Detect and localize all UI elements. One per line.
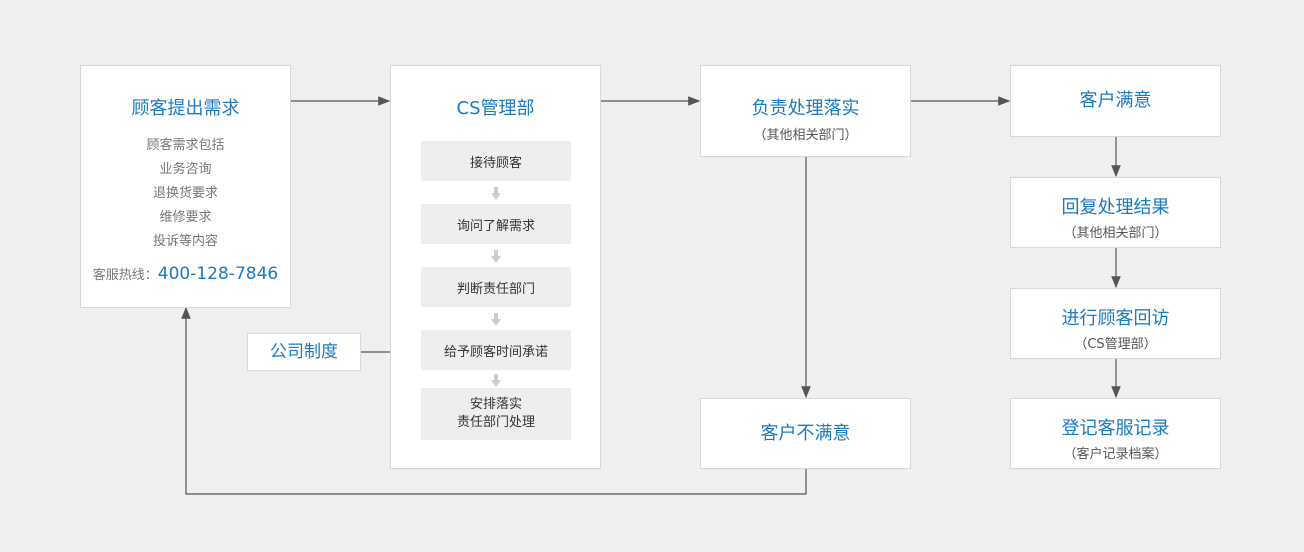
cs-step-label: 询问了解需求	[456, 218, 535, 234]
arrow-unsatisfied-back-to-request	[181, 306, 807, 495]
reply-box: 回复处理结果 （其他相关部门）	[1010, 177, 1221, 248]
customer-request-items: 顾客需求包括 业务咨询 退换货要求 维修要求 投诉等内容	[81, 134, 290, 254]
record-title: 登记客服记录	[1061, 418, 1170, 439]
cs-step-judge: 判断责任部门	[421, 267, 571, 307]
customer-request-title: 顾客提出需求	[131, 98, 240, 119]
satisfied-title: 客户满意	[1079, 90, 1152, 111]
cs-step-promise: 给予顾客时间承诺	[421, 330, 571, 370]
cs-step-label: 责任部门处理	[456, 415, 535, 430]
hotline-number: 400-128-7846	[157, 264, 279, 284]
list-item: 投诉等内容	[152, 234, 218, 249]
cs-dept-box: CS管理部 接待顾客 询问了解需求 判断责任部门 给予顾客时间承诺 安排落实 责…	[390, 65, 601, 469]
cs-step-receive: 接待顾客	[421, 141, 571, 181]
list-item: 业务咨询	[159, 162, 212, 177]
cs-step-arrange: 安排落实 责任部门处理	[421, 388, 571, 440]
record-sub: （客户记录档案）	[1063, 447, 1168, 462]
responsible-sub: （其他相关部门）	[753, 128, 858, 143]
down-arrow-icon	[491, 374, 501, 387]
cs-step-label: 判断责任部门	[456, 281, 535, 297]
customer-request-box: 顾客提出需求 顾客需求包括 业务咨询 退换货要求 维修要求 投诉等内容 客服热线…	[80, 65, 291, 308]
list-item: 维修要求	[159, 210, 212, 225]
list-item: 退换货要求	[152, 186, 218, 201]
reply-sub: （其他相关部门）	[1063, 226, 1168, 241]
cs-step-label: 给予顾客时间承诺	[443, 344, 548, 360]
down-arrow-icon	[491, 313, 501, 326]
company-policy-box: 公司制度	[247, 333, 361, 371]
cs-dept-title: CS管理部	[456, 98, 535, 119]
record-box: 登记客服记录 （客户记录档案）	[1010, 398, 1221, 469]
responsible-title: 负责处理落实	[751, 98, 860, 119]
revisit-title: 进行顾客回访	[1061, 308, 1170, 329]
responsible-box: 负责处理落实 （其他相关部门）	[700, 65, 911, 157]
satisfied-box: 客户满意	[1010, 65, 1221, 137]
revisit-box: 进行顾客回访 （CS管理部）	[1010, 288, 1221, 359]
hotline-label: 客服热线：	[92, 268, 158, 283]
unsatisfied-title: 客户不满意	[760, 423, 851, 444]
company-policy-title: 公司制度	[270, 342, 338, 362]
cs-step-label: 接待顾客	[469, 155, 522, 171]
reply-title: 回复处理结果	[1061, 197, 1170, 218]
cs-step-label: 安排落实	[469, 397, 522, 412]
cs-step-inquire: 询问了解需求	[421, 204, 571, 244]
revisit-sub: （CS管理部）	[1074, 337, 1157, 352]
unsatisfied-box: 客户不满意	[700, 398, 911, 469]
hotline: 客服热线：400-128-7846	[81, 264, 290, 288]
list-item: 顾客需求包括	[146, 138, 225, 153]
down-arrow-icon	[491, 250, 501, 263]
down-arrow-icon	[491, 187, 501, 200]
